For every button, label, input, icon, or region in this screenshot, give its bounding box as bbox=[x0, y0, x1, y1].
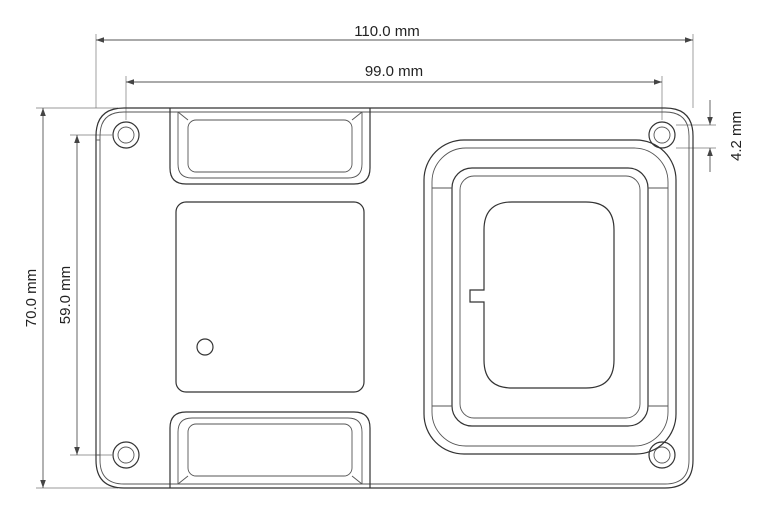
indicator-hole bbox=[196, 338, 214, 356]
mounting-hole-bottom-right bbox=[648, 441, 676, 469]
part-body bbox=[95, 107, 694, 489]
hole-spacing-y-label: 59.0 mm bbox=[57, 266, 74, 324]
connector-window bbox=[469, 201, 615, 389]
mounting-hole-top-right bbox=[648, 121, 676, 149]
dimension-hole-offset: 4.2 mm bbox=[676, 100, 745, 172]
dimension-overall-width: 110.0 mm bbox=[95, 23, 694, 108]
hole-spacing-x-label: 99.0 mm bbox=[365, 63, 423, 80]
dimension-hole-spacing-y: 59.0 mm bbox=[57, 134, 112, 456]
hole-offset-label: 4.2 mm bbox=[728, 111, 745, 161]
center-pad bbox=[175, 201, 365, 393]
mounting-hole-top-left bbox=[112, 121, 140, 149]
overall-height-label: 70.0 mm bbox=[23, 269, 40, 327]
overall-width-label: 110.0 mm bbox=[354, 23, 420, 40]
mounting-hole-bottom-left bbox=[112, 441, 140, 469]
dimension-hole-spacing-x: 99.0 mm bbox=[125, 63, 663, 120]
dimension-overall-height: 70.0 mm bbox=[23, 107, 118, 489]
top-slot bbox=[169, 108, 371, 185]
bottom-slot bbox=[169, 411, 371, 488]
connector-housing bbox=[423, 139, 677, 455]
